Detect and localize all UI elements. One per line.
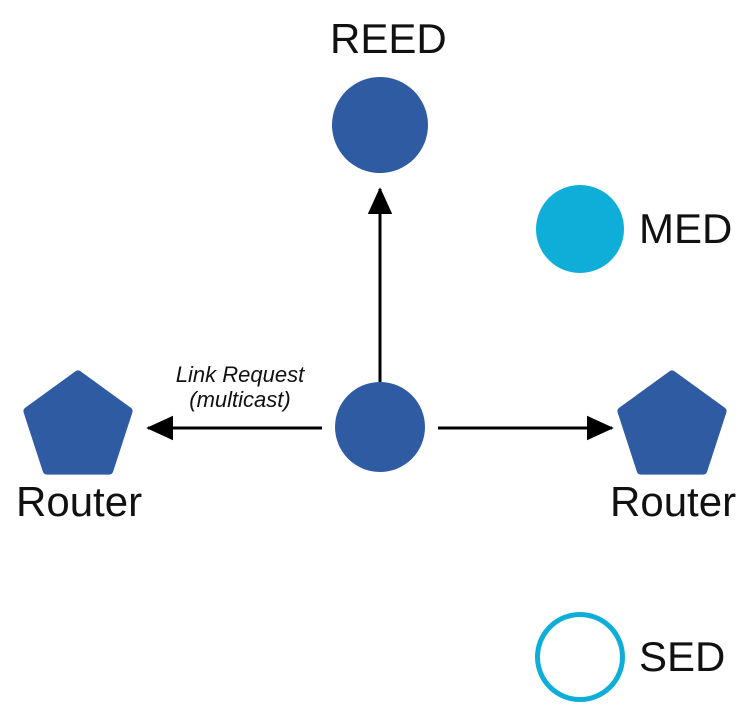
edge-label-link-request-line2: (multicast) (189, 386, 291, 412)
edge-label-link-request: Link Request (multicast) (165, 362, 315, 412)
node-label-router-left: Router (16, 478, 143, 525)
node-med[interactable] (536, 185, 624, 273)
edge-label-link-request-line1: Link Request (175, 362, 305, 387)
node-router-left[interactable] (23, 370, 133, 475)
node-label-router-right: Router (610, 478, 737, 525)
node-label-med: MED (639, 205, 733, 252)
node-label-reed: REED (330, 15, 447, 62)
node-label-sed: SED (639, 633, 726, 680)
node-source[interactable] (335, 382, 425, 472)
node-router-right[interactable] (617, 370, 727, 475)
node-sed[interactable] (535, 612, 625, 702)
node-reed[interactable] (332, 77, 428, 173)
